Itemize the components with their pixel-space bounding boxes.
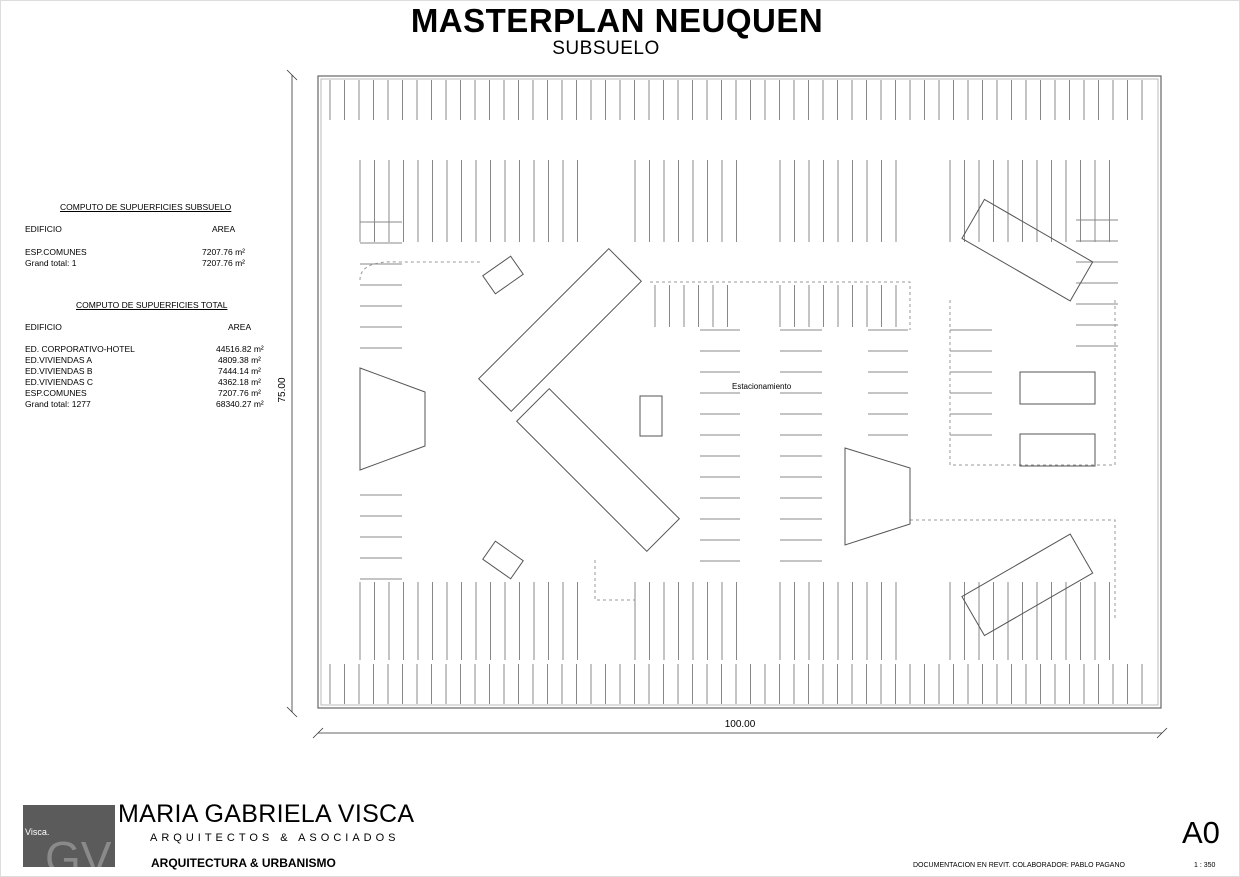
table-cell-area: 4809.38 m²	[218, 355, 261, 365]
ramp-west	[359, 367, 426, 471]
column-header-area: AREA	[228, 322, 252, 332]
drawing-scale: 1 : 350	[1194, 862, 1216, 869]
logo-monogram: GV	[45, 832, 112, 867]
logo-text: Visca.	[25, 827, 50, 837]
dimension-width: 100.00	[725, 719, 756, 730]
table-cell-area: 7207.76 m²	[202, 258, 245, 268]
firm-discipline: ARQUITECTURA & URBANISMO	[151, 856, 336, 870]
table-cell-building: ED.VIVIENDAS B	[25, 366, 93, 376]
firm-logo: Visca. GV	[23, 805, 115, 867]
table-title: COMPUTO DE SUPUERFICIES TOTAL	[76, 300, 228, 310]
core-southwest	[482, 540, 524, 580]
firm-name: MARIA GABRIELA VISCA	[118, 800, 415, 828]
circulation-path	[359, 261, 1116, 620]
table-cell-building: ESP.COMUNES	[25, 247, 87, 257]
ramp-stalls-nw	[477, 247, 643, 413]
sheet-size: A0	[1182, 815, 1220, 850]
column-header-building: EDIFICIO	[25, 322, 62, 332]
table-cell-area: 7444.14 m²	[218, 366, 261, 376]
table-cell-building: Grand total: 1277	[25, 399, 91, 409]
core-northeast	[961, 198, 1094, 302]
table-cell-area: 44516.82 m²	[216, 344, 264, 354]
plan-outline	[317, 75, 1162, 709]
credit-text: DOCUMENTACION EN REVIT. COLABORADOR: PAB…	[913, 862, 1125, 869]
ramp-east	[844, 447, 911, 546]
table-cell-building: ED. CORPORATIVO-HOTEL	[25, 344, 135, 354]
table-cell-area: 4362.18 m²	[218, 377, 261, 387]
page-title: MASTERPLAN NEUQUEN	[410, 2, 824, 39]
firm-associates: ARQUITECTOS & ASOCIADOS	[150, 832, 400, 844]
table-cell-building: ED.VIVIENDAS C	[25, 377, 94, 387]
core-northwest	[482, 255, 524, 295]
ramp-stalls-sw	[515, 387, 681, 553]
core-southeast	[961, 533, 1094, 637]
table-cell-area: 7207.76 m²	[218, 388, 261, 398]
parking-stalls	[329, 80, 1143, 704]
dimension-height: 75.00	[277, 377, 288, 402]
dimension-lines	[286, 69, 1168, 739]
column-header-area: AREA	[212, 224, 236, 234]
table-cell-building: Grand total: 1	[25, 258, 77, 268]
table-title: COMPUTO DE SUPUERFICIES SUBSUELO	[60, 202, 232, 212]
room-label: Estacionamiento	[732, 382, 792, 391]
plan-inner-wall	[320, 78, 1159, 706]
table-cell-area: 68340.27 m²	[216, 399, 264, 409]
page-subtitle: SUBSUELO	[552, 38, 660, 59]
table-cell-building: ESP.COMUNES	[25, 388, 87, 398]
column-header-building: EDIFICIO	[25, 224, 62, 234]
table-cell-area: 7207.76 m²	[202, 247, 245, 257]
core-center	[639, 395, 663, 437]
core-east-1	[1019, 371, 1096, 405]
table-cell-building: ED.VIVIENDAS A	[25, 355, 93, 365]
core-east-2	[1019, 433, 1096, 467]
ramps-and-cores	[359, 198, 1096, 637]
